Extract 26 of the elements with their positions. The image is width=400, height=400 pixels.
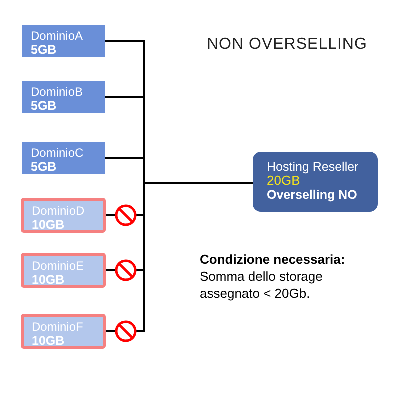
storage-size: 5GB [31, 43, 58, 57]
domain-name: DominioC [31, 146, 85, 160]
storage-size: 5GB [31, 99, 58, 113]
overselling-status: Overselling NO [267, 188, 358, 202]
storage-size: 5GB [31, 160, 58, 174]
condition-text: Somma dello storage assegnato < 20Gb. [200, 268, 324, 302]
domain-name: DominioF [32, 320, 84, 334]
domain-name: DominioD [32, 204, 86, 218]
domain-box [22, 142, 105, 174]
connector-line [106, 182, 253, 332]
domain-name: DominioB [31, 85, 84, 99]
storage-size: 10GB [32, 334, 66, 348]
condition-heading: Condizione necessaria: [200, 251, 346, 268]
storage-size: 10GB [32, 218, 66, 232]
domain-name: DominioE [32, 259, 86, 273]
domain-box [21, 314, 106, 349]
domain-box [22, 25, 105, 57]
domain-box [21, 253, 106, 288]
host-name: Hosting Reseller [267, 160, 360, 174]
diagram-title: NON OVERSELLING [207, 36, 368, 54]
domain-box [21, 198, 106, 233]
hosting-box [253, 152, 378, 212]
storage-size: 10GB [32, 273, 66, 287]
domain-name: DominioA [31, 29, 84, 43]
capacity-value: 20GB [267, 174, 300, 188]
domain-box [22, 81, 105, 113]
